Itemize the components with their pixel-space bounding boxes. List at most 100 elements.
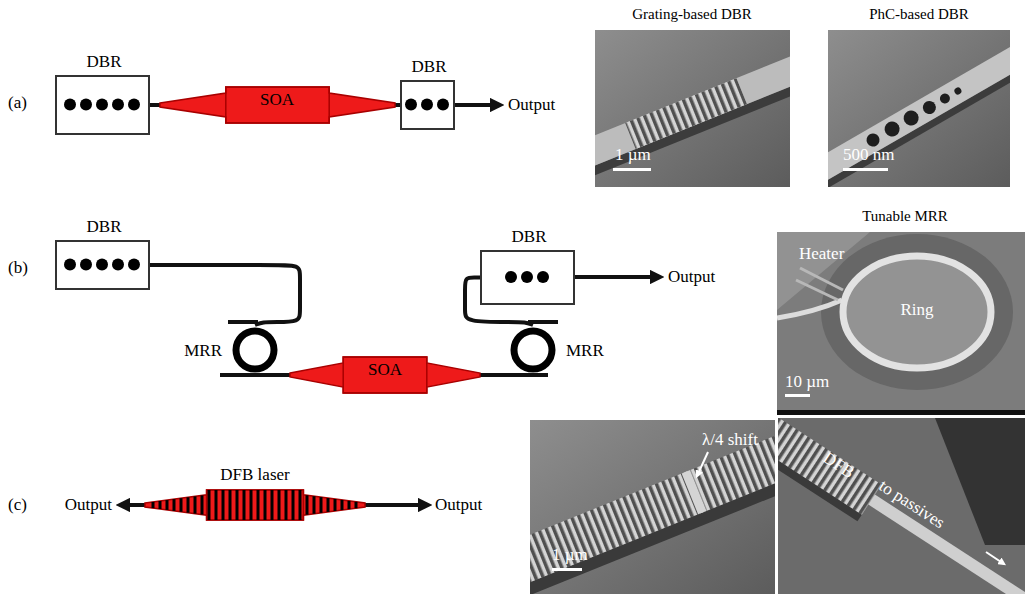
grating-line [222, 490, 225, 520]
node-note: 1 µm [615, 145, 651, 165]
node-label: PhC-based DBR [869, 6, 969, 23]
waveguide-connector [255, 373, 290, 377]
phase-shift-section [682, 470, 707, 514]
waveguide-stub [220, 373, 257, 377]
grating-line [264, 490, 267, 520]
node-label: MRR [566, 341, 604, 361]
sem-image [777, 232, 1025, 415]
node-label: SOA [368, 360, 402, 380]
heater-wire [796, 280, 838, 300]
grating-line [215, 490, 218, 520]
photonic-crystal-hole [938, 92, 952, 106]
dfb-laser: DFB laser [145, 488, 365, 522]
sem-image [828, 30, 1010, 187]
grating-line [348, 501, 351, 509]
gain-body [207, 490, 304, 520]
reflector-dot [128, 99, 140, 111]
ring-symbol [230, 325, 280, 375]
sem-background [777, 232, 1025, 415]
scale-bar [613, 168, 651, 171]
node-label: DBR [87, 52, 122, 72]
grating-line [257, 490, 260, 520]
dbr-symbol [57, 77, 147, 132]
grating-line [194, 496, 197, 513]
reflector-dot [80, 99, 92, 111]
grating-line [166, 500, 169, 510]
soa-amplifier: SOA [290, 355, 480, 395]
waveguide-stub [228, 320, 258, 324]
grating-line [236, 490, 239, 520]
node-note: to passives [875, 476, 948, 533]
reflector-dot [537, 271, 549, 283]
reflector-dot [96, 259, 108, 271]
ring-resonator: MRR [508, 325, 558, 375]
bus-waveguide [777, 300, 842, 318]
dbr-mirror: DBR [400, 80, 455, 130]
reflector-dot [112, 259, 124, 271]
bragg-grating [625, 78, 747, 149]
grating-line [334, 499, 337, 511]
reflector-dot [421, 99, 433, 111]
waveguide [828, 30, 1010, 187]
node-label: DBR [412, 57, 447, 77]
grating-line [152, 502, 155, 508]
gain-body [226, 87, 329, 123]
reflector-dot [128, 259, 140, 271]
reflector-dot [505, 271, 517, 283]
grating-line [313, 496, 316, 514]
scale-bar [843, 168, 888, 171]
panel-label: (c) [8, 495, 27, 515]
node-label: DBR [512, 227, 547, 247]
dbr-mirror: DBR [55, 240, 150, 290]
grating-line [271, 490, 274, 520]
dfb-grating [530, 420, 775, 594]
ring-resonator: MRR [230, 325, 280, 375]
reflector-dot [96, 99, 108, 111]
output-arrow [455, 103, 500, 107]
dbr-mirror: DBR [480, 250, 575, 305]
soa-amplifier: SOA [160, 85, 395, 125]
grating-line [173, 499, 176, 511]
gain-section [145, 490, 365, 520]
waveguide-connector [150, 265, 300, 325]
pointer-arrow [697, 452, 708, 476]
photonic-crystal-hole [920, 99, 938, 117]
output-label: Output [508, 95, 555, 115]
waveguide-connector [150, 103, 160, 107]
grating-line [299, 490, 302, 520]
reflector-dot [437, 99, 449, 111]
photonic-crystal-hole [901, 108, 921, 128]
node-label: Grating-based DBR [632, 6, 752, 23]
etched-pit [935, 418, 1025, 545]
output-arrow [575, 275, 660, 279]
grating-line [243, 490, 246, 520]
grating-line [180, 498, 183, 512]
photonic-crystal-hole [882, 119, 902, 139]
grating-line [327, 498, 330, 512]
grating-line [320, 497, 323, 513]
sem-panel: λ/4 shift1 µm [530, 420, 775, 594]
passive-waveguide [868, 495, 1025, 594]
sem-image [595, 30, 790, 187]
sem-panel: Tunable MRRHeater10 µmRing [777, 232, 1025, 415]
scale-bar [552, 568, 582, 571]
grating-line [355, 502, 358, 508]
dfb-shape [145, 488, 365, 522]
grating-line [229, 490, 232, 520]
ring-waveguide [843, 256, 991, 368]
grating-line [187, 497, 190, 512]
grating-line [285, 490, 288, 520]
dbr-symbol [482, 252, 572, 302]
scale-bar [785, 394, 810, 397]
output-label: Output [435, 495, 482, 515]
node-label: MRR [184, 341, 222, 361]
heater-wire [800, 268, 843, 290]
waveguide-connector [480, 373, 533, 377]
panel-label: (b) [8, 258, 28, 278]
output-arrow [365, 503, 428, 507]
node-label: DFB [819, 448, 857, 482]
reflector-dot [521, 271, 533, 283]
ring-waveguide [514, 331, 552, 369]
grating-line [292, 490, 295, 520]
node-note: 500 nm [843, 145, 894, 165]
